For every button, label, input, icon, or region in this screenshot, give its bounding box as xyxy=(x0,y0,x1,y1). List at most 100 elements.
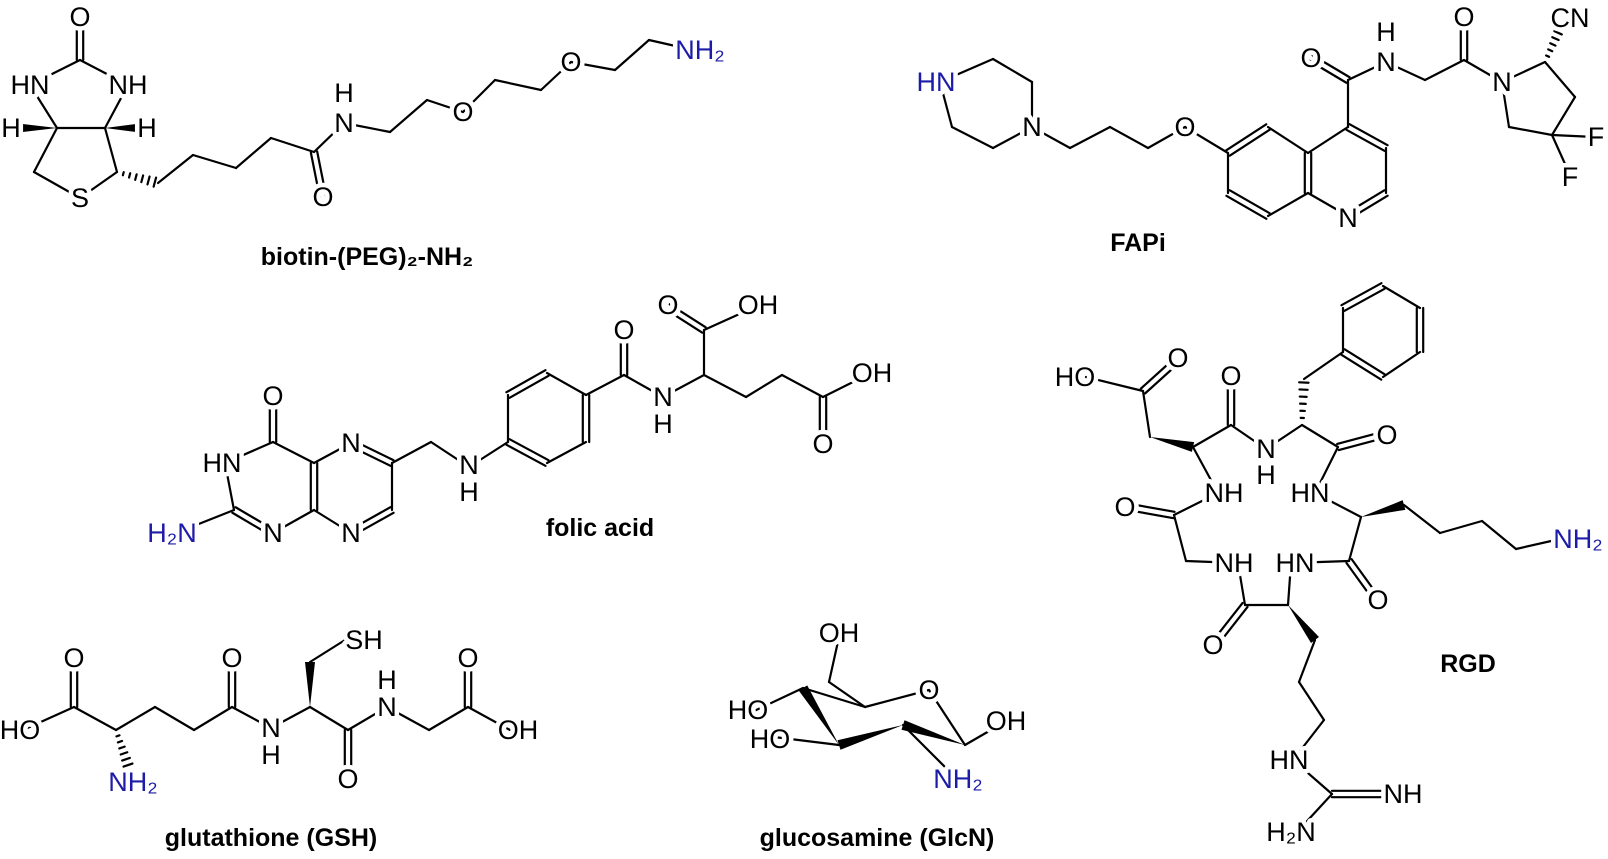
atom-label: HN xyxy=(1276,548,1315,578)
hashed-bond xyxy=(1555,23,1567,30)
fapi-structure: HN N O N O H N O N CN F F FAPi xyxy=(912,0,1608,257)
single-bond xyxy=(269,705,312,730)
hashed-bond xyxy=(116,739,124,744)
double-bond xyxy=(1139,359,1173,390)
single-bond xyxy=(1507,125,1554,137)
atom-label: O xyxy=(1367,585,1388,615)
single-bond xyxy=(1381,350,1422,379)
single-bond xyxy=(234,136,273,170)
double-bond xyxy=(1345,128,1386,152)
single-bond xyxy=(569,60,617,72)
atom-label: OH xyxy=(852,358,893,388)
single-bond xyxy=(156,153,195,185)
double-bond xyxy=(1350,558,1379,597)
single-bond xyxy=(1266,125,1310,155)
atom-label: O xyxy=(918,675,939,705)
atom-label: S xyxy=(71,183,89,213)
double-bond xyxy=(1348,123,1389,147)
single-bond xyxy=(1462,58,1504,84)
single-bond xyxy=(467,440,510,469)
single-bond xyxy=(308,705,350,732)
single-bond xyxy=(863,688,931,709)
wedge-bond xyxy=(305,662,315,707)
single-bond xyxy=(1191,423,1233,449)
single-bond xyxy=(1191,445,1220,495)
compound-name-glucosamine: glucosamine (GlcN) xyxy=(760,824,995,852)
atom-label: O xyxy=(63,643,84,673)
double-bond xyxy=(1225,123,1268,152)
folic-acid-structure: O HN H₂N N N N N H O N H O OH O OH folic… xyxy=(143,286,897,553)
double-bond xyxy=(348,444,392,467)
single-bond xyxy=(1381,284,1422,310)
hashed-bond xyxy=(121,756,131,762)
double-bond xyxy=(316,150,328,198)
single-bond xyxy=(584,373,626,397)
atom-label: N xyxy=(653,382,673,412)
single-bond xyxy=(390,440,433,465)
single-bond xyxy=(21,705,76,732)
single-bond xyxy=(308,638,347,664)
hashed-bond xyxy=(118,745,126,750)
biotin-peg2-nh2-structure: O HN NH H H S H N O O O NH₂ biotin-(PEG)… xyxy=(0,0,729,271)
compound-name-folic-acid: folic acid xyxy=(546,514,654,542)
atom-label: H xyxy=(1,113,21,143)
single-bond xyxy=(1297,638,1317,684)
atom-label: O xyxy=(1300,43,1321,73)
single-bond xyxy=(545,371,588,397)
hashed-bond xyxy=(1551,36,1560,42)
atom-label: H₂N xyxy=(1266,817,1315,847)
atom-label: H xyxy=(1376,17,1396,47)
single-bond xyxy=(461,78,497,114)
single-bond xyxy=(191,153,238,170)
single-bond xyxy=(230,705,273,730)
single-bond xyxy=(545,440,588,465)
single-bond xyxy=(647,38,695,52)
single-bond xyxy=(1347,515,1363,563)
wedge-bond xyxy=(901,720,965,745)
glutathione-structure: HO O NH₂ O N H SH O N H O OH glutathione… xyxy=(0,621,543,853)
double-bond xyxy=(1127,509,1175,520)
single-bond xyxy=(271,508,316,535)
double-bond xyxy=(1336,430,1384,446)
double-bond xyxy=(1225,194,1268,220)
single-bond xyxy=(1550,95,1577,137)
single-bond xyxy=(192,705,234,732)
double-bond xyxy=(1311,54,1351,79)
atom-label: H xyxy=(334,78,354,108)
single-bond xyxy=(744,373,784,399)
wedge-bond xyxy=(837,725,903,750)
single-bond xyxy=(1286,561,1293,607)
wedge-bond xyxy=(105,123,144,133)
rgd-structure: HO O O N H O HN NH O NH HN O O NH₂ HN NH… xyxy=(1050,339,1607,852)
hashed-bond xyxy=(146,175,151,186)
single-bond xyxy=(963,721,1005,747)
atom-label: HO xyxy=(750,724,791,754)
double-bond xyxy=(1228,128,1271,157)
atom-label: OH xyxy=(738,290,779,320)
single-bond xyxy=(991,125,1034,150)
hashed-bond xyxy=(121,171,125,177)
single-bond xyxy=(427,705,470,732)
double-bond xyxy=(1217,605,1249,646)
atom-label: O xyxy=(221,643,242,673)
double-bond xyxy=(1128,502,1176,513)
hashed-bond xyxy=(1553,30,1563,36)
atom-label: HO xyxy=(1055,362,1096,392)
atom-label: OH xyxy=(986,706,1027,736)
single-bond xyxy=(103,83,130,130)
single-bond xyxy=(1302,350,1345,381)
atom-label: O xyxy=(69,2,90,32)
double-bond xyxy=(508,438,550,462)
atom-label: O xyxy=(452,97,473,127)
atom-label: N xyxy=(341,518,361,548)
single-bond xyxy=(1146,125,1187,150)
single-bond xyxy=(312,441,353,465)
single-bond xyxy=(1295,792,1334,834)
single-bond xyxy=(938,80,954,129)
double-bond xyxy=(1308,59,1348,84)
atom-label: HO xyxy=(0,715,40,745)
atom-label: HN xyxy=(203,448,242,478)
single-bond xyxy=(827,680,867,709)
atom-label: N xyxy=(1376,47,1396,77)
